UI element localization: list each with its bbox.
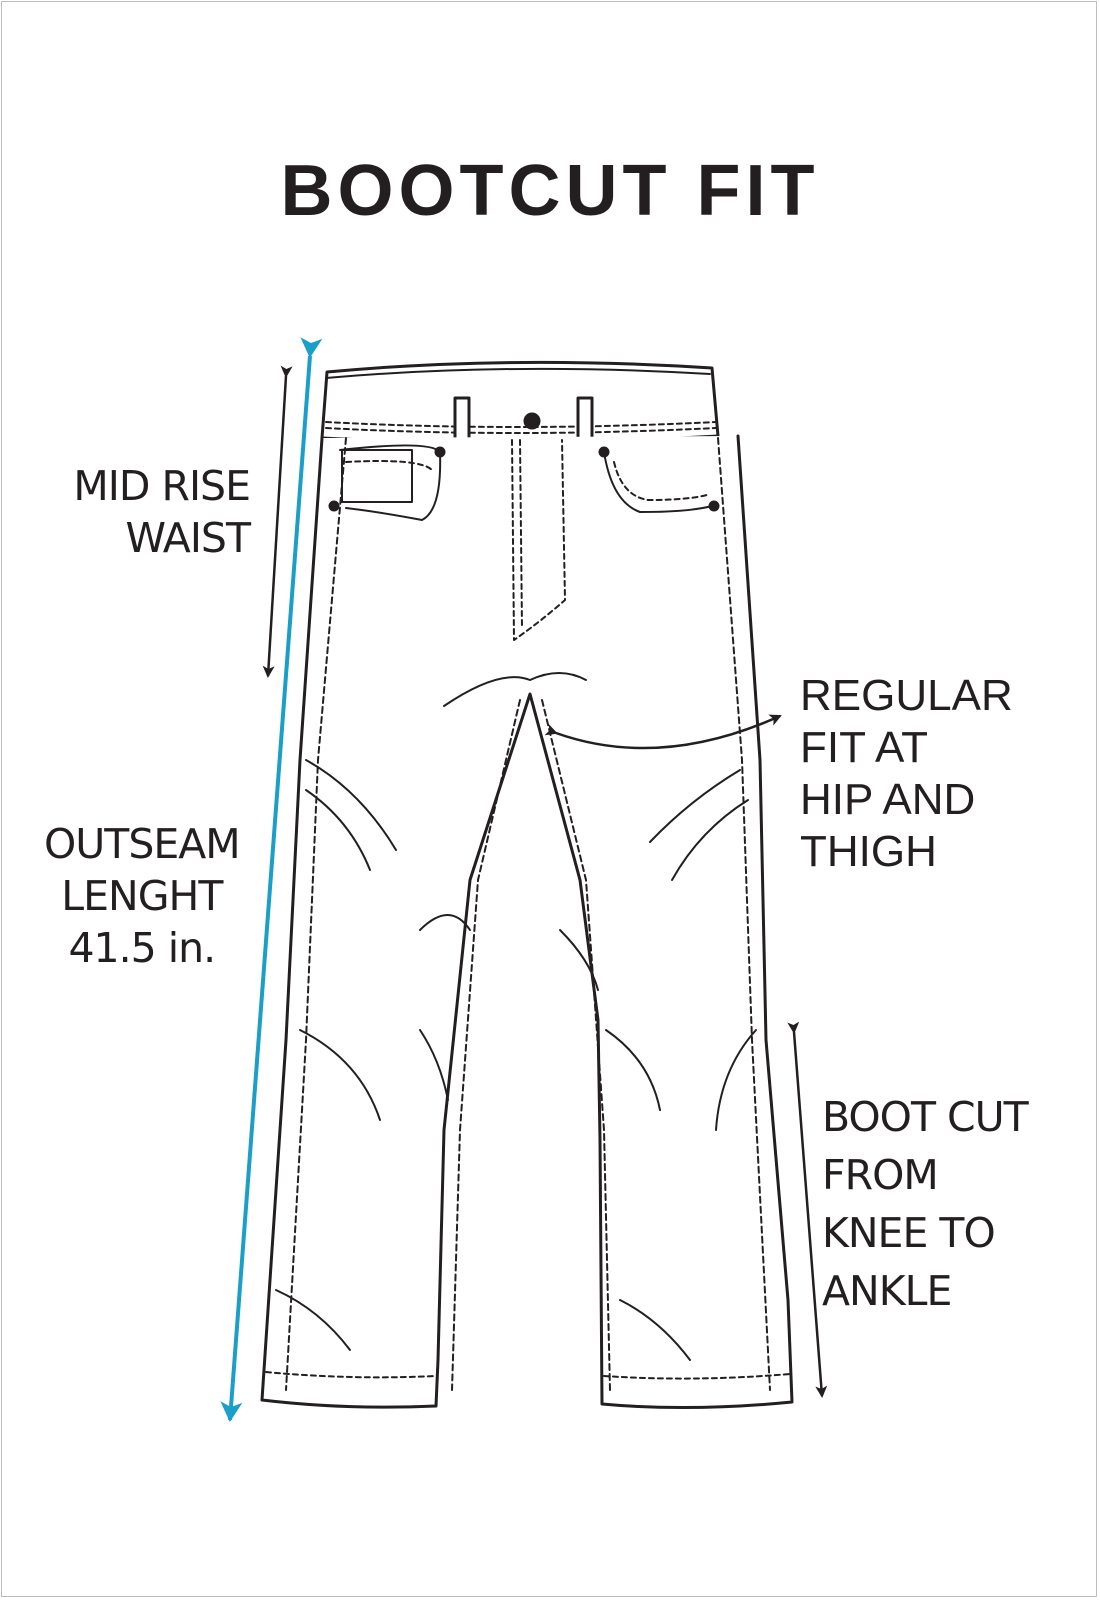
- outseam-arrow: [220, 337, 323, 1422]
- hip-thigh-fit-label: REGULAR FIT AT HIP AND THIGH: [800, 671, 1013, 876]
- page-title: BOOTCUT FIT: [280, 151, 820, 231]
- mid-rise-arrow: [262, 365, 293, 678]
- bootcut-knee-ankle-label: BOOT CUT FROM KNEE TO ANKLE: [822, 1093, 1029, 1315]
- bootcut-arrow: [787, 1021, 828, 1398]
- hip-thigh-arrow: [544, 714, 782, 750]
- jeans-illustration: [260, 360, 794, 1410]
- outseam-length-label: OUTSEAM LENGHT 41.5 in.: [44, 820, 241, 972]
